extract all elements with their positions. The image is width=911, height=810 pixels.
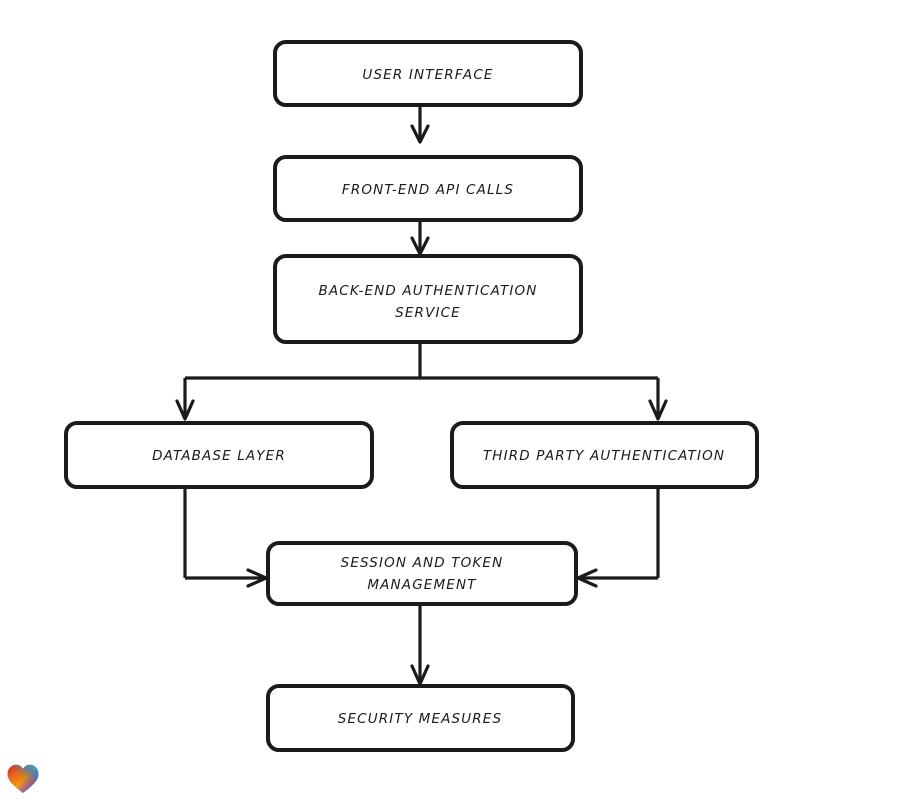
node-database-layer-shape[interactable] [64,421,374,489]
node-front-end-api-calls-label: FRONT-END API CALLS [342,182,514,198]
node-security-measures-label: SECURITY MEASURES [338,711,502,727]
node-back-end-authentication-service[interactable]: BACK-END AUTHENTICATION SERVICE [273,254,583,344]
edge-session-to-security [410,604,430,686]
node-session-and-token-management-label-line1: SESSION AND TOKEN [341,555,504,571]
node-session-and-token-management[interactable]: SESSION AND TOKEN MANAGEMENT [266,541,578,606]
node-third-party-authentication-shape[interactable] [450,421,759,489]
node-third-party-authentication[interactable]: THIRD PARTY AUTHENTICATION [450,421,759,489]
edge-backend-to-thirdparty [648,378,668,421]
node-third-party-authentication-label: THIRD PARTY AUTHENTICATION [483,448,725,464]
edge-backend-split-stem [185,342,658,380]
node-security-measures[interactable]: SECURITY MEASURES [266,684,575,752]
node-front-end-api-calls[interactable]: FRONT-END API CALLS [273,155,583,222]
node-back-end-authentication-service-label-line1: BACK-END AUTHENTICATION [318,283,537,299]
node-user-interface-label: USER INTERFACE [362,67,493,83]
edge-api-to-backend [410,220,430,256]
edge-ui-to-api [410,105,430,144]
edge-backend-to-database [175,378,195,421]
edge-thirdparty-to-session [576,487,660,588]
node-user-interface[interactable]: USER INTERFACE [273,40,583,107]
node-session-and-token-management-label-line2: MANAGEMENT [367,577,477,593]
edge-database-to-session [183,487,268,588]
node-back-end-authentication-service-shape[interactable] [273,254,583,344]
heart-icon [6,762,40,796]
node-back-end-authentication-service-label-line2: SERVICE [395,305,461,321]
node-database-layer-label: DATABASE LAYER [152,448,286,464]
node-database-layer[interactable]: DATABASE LAYER [64,421,374,489]
node-security-measures-shape[interactable] [266,684,575,752]
node-session-and-token-management-shape[interactable] [266,541,578,606]
node-front-end-api-calls-shape[interactable] [273,155,583,222]
node-user-interface-shape[interactable] [273,40,583,107]
heart-icon-svg [7,764,39,794]
